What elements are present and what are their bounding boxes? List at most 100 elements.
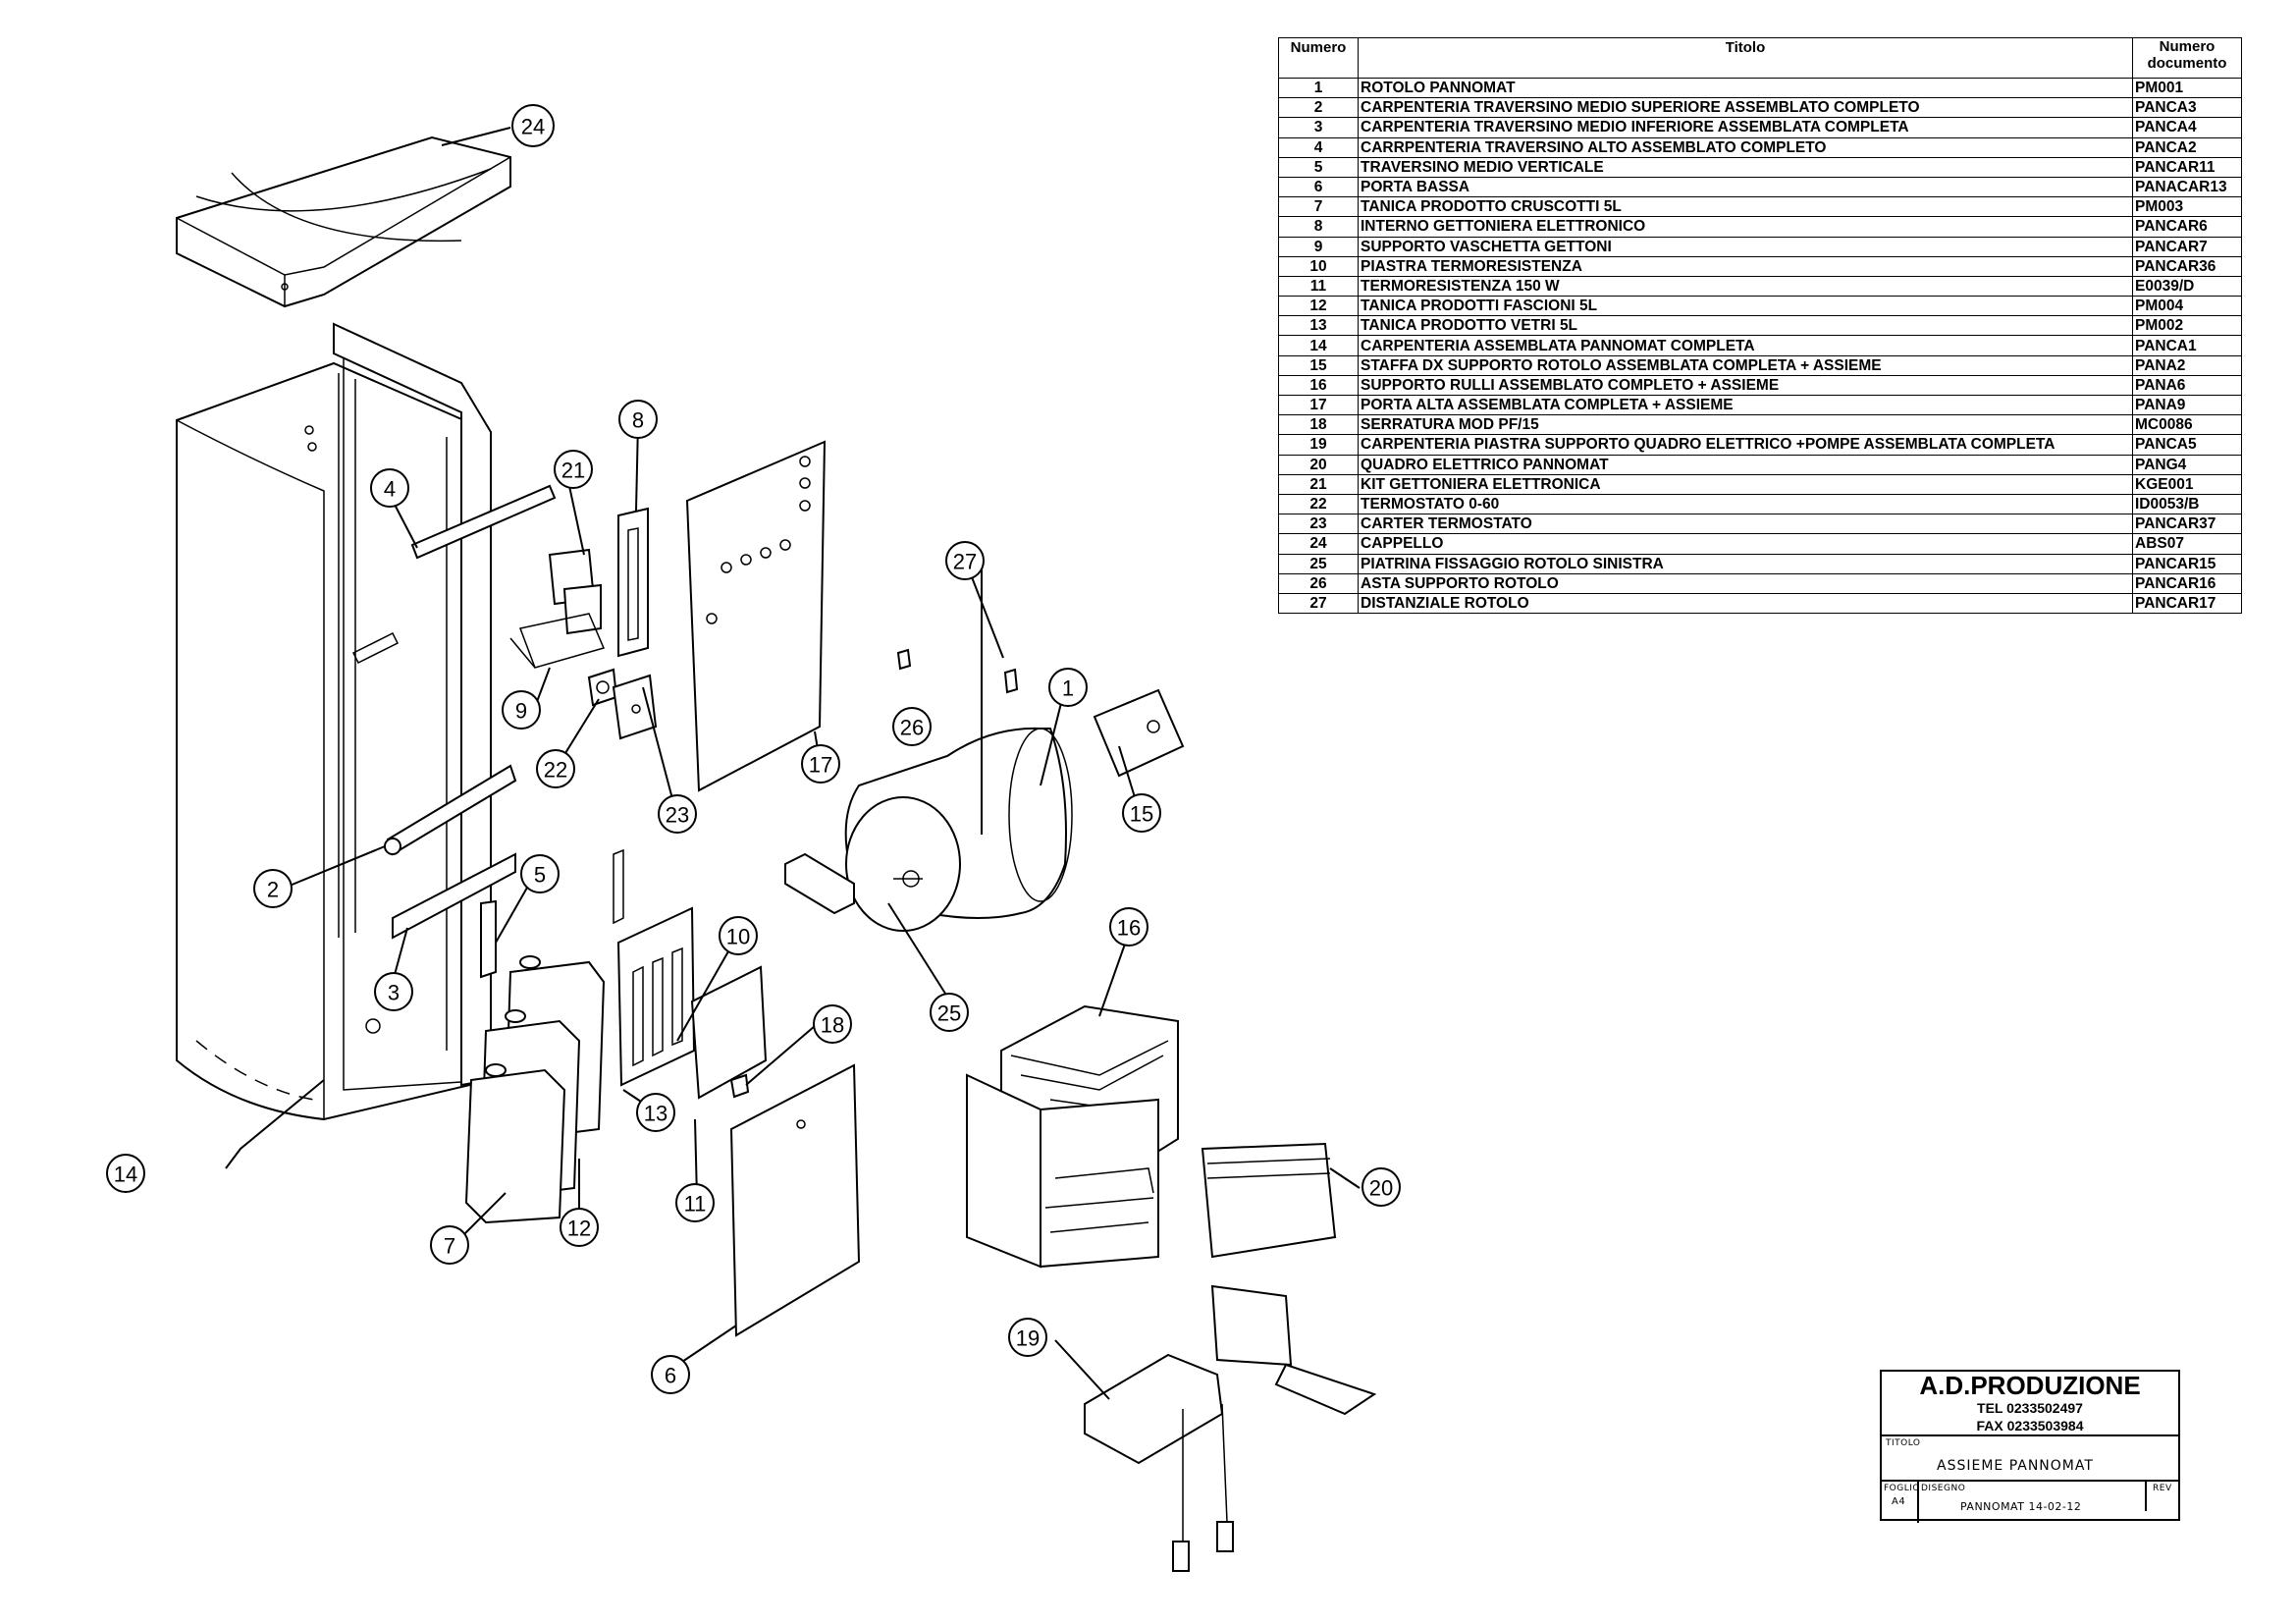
svg-text:23: 23: [666, 803, 689, 828]
cell-numero: 1: [1278, 77, 1359, 99]
cell-documento: E0039/D: [2132, 275, 2242, 298]
cell-documento: PANCA1: [2132, 335, 2242, 356]
cell-titolo: CARPENTERIA ASSEMBLATA PANNOMAT COMPLETA: [1358, 335, 2133, 356]
header-doc-line1: Numero: [2159, 38, 2216, 56]
cell-titolo: PIASTRA TERMORESISTENZA: [1358, 255, 2133, 277]
part-porta-bassa: [729, 1063, 861, 1337]
callout-19: 19: [1008, 1318, 1047, 1357]
part-chassis-inferiore: [966, 1073, 1159, 1269]
cell-documento: PANA6: [2132, 374, 2242, 397]
part-staffa-dx: [1093, 688, 1185, 778]
callout-7: 7: [430, 1225, 469, 1265]
callout-8: 8: [618, 400, 658, 439]
cell-documento: PANCAR16: [2132, 572, 2242, 594]
cell-numero: 26: [1278, 572, 1359, 594]
cell-titolo: TERMOSTATO 0-60: [1358, 493, 2133, 515]
cell-numero: 4: [1278, 136, 1359, 158]
svg-text:12: 12: [567, 1217, 591, 1241]
svg-text:24: 24: [521, 115, 545, 139]
cell-documento: PM001: [2132, 77, 2242, 99]
svg-text:21: 21: [561, 459, 585, 483]
rev-label: REV: [2153, 1484, 2172, 1493]
cell-titolo: CAPPELLO: [1358, 533, 2133, 555]
cell-documento: PANCAR36: [2132, 255, 2242, 277]
svg-text:14: 14: [114, 1163, 137, 1187]
callout-9: 9: [502, 690, 541, 730]
cell-numero: 21: [1278, 473, 1359, 495]
callout-16: 16: [1109, 907, 1148, 947]
disegno-value: PANNOMAT 14-02-12: [1960, 1500, 2082, 1513]
cell-numero: 10: [1278, 255, 1359, 277]
svg-text:5: 5: [534, 863, 546, 888]
cell-titolo: CARTER TERMOSTATO: [1358, 514, 2133, 535]
cell-documento: PANCA5: [2132, 434, 2242, 456]
svg-text:25: 25: [937, 1001, 961, 1026]
cell-documento: PANA2: [2132, 354, 2242, 376]
part-termostato: [587, 668, 618, 707]
cell-numero: 20: [1278, 454, 1359, 475]
cell-titolo: STAFFA DX SUPPORTO ROTOLO ASSEMBLATA COM…: [1358, 354, 2133, 376]
part-traversino-verticale: [480, 899, 497, 979]
cell-documento: PANCAR17: [2132, 592, 2242, 615]
svg-text:6: 6: [665, 1364, 676, 1388]
cell-documento: PANCA4: [2132, 117, 2242, 138]
svg-text:4: 4: [384, 477, 396, 502]
svg-text:9: 9: [515, 699, 527, 724]
foglio-label: FOGLIO: [1884, 1484, 1920, 1493]
cell-titolo: ROTOLO PANNOMAT: [1358, 77, 2133, 99]
svg-text:8: 8: [632, 408, 644, 433]
callout-17: 17: [801, 744, 840, 784]
svg-text:27: 27: [953, 550, 977, 574]
cell-numero: 13: [1278, 315, 1359, 337]
cell-documento: PANCAR11: [2132, 156, 2242, 178]
svg-text:10: 10: [726, 925, 750, 949]
svg-text:26: 26: [900, 716, 924, 740]
cell-documento: PANCAR15: [2132, 553, 2242, 574]
company-fax: FAX 0233503984: [1976, 1418, 2084, 1434]
part-serratura: [729, 1073, 750, 1099]
svg-text:7: 7: [444, 1234, 455, 1259]
cell-numero: 23: [1278, 514, 1359, 535]
cell-documento: PANCA2: [2132, 136, 2242, 158]
callout-4: 4: [370, 468, 409, 508]
cell-documento: PANACAR13: [2132, 176, 2242, 198]
svg-text:11: 11: [684, 1192, 707, 1217]
foglio-value: A4: [1892, 1496, 1906, 1507]
cell-titolo: TRAVERSINO MEDIO VERTICALE: [1358, 156, 2133, 178]
header-numero-documento: Numero documento: [2132, 37, 2242, 79]
cell-documento: PANCAR6: [2132, 216, 2242, 238]
svg-text:13: 13: [644, 1102, 667, 1126]
callout-15: 15: [1122, 793, 1161, 833]
part-termoresistenza: [690, 965, 768, 1100]
part-piatrina: [784, 852, 855, 915]
cell-titolo: TANICA PRODOTTI FASCIONI 5L: [1358, 296, 2133, 317]
part-cappello: [176, 135, 511, 308]
part-traversino-alto: [410, 484, 557, 560]
cell-numero: 19: [1278, 434, 1359, 456]
svg-text:19: 19: [1016, 1326, 1040, 1351]
cell-titolo: SERRATURA MOD PF/15: [1358, 414, 2133, 436]
header-numero: Numero: [1278, 37, 1359, 79]
cell-titolo: CARPENTERIA PIASTRA SUPPORTO QUADRO ELET…: [1358, 434, 2133, 456]
cell-numero: 14: [1278, 335, 1359, 356]
part-porta-alta: [685, 440, 827, 792]
drawing-title: ASSIEME PANNOMAT: [1937, 1458, 2094, 1474]
part-interno-gettoniera: [617, 507, 649, 658]
callout-2: 2: [253, 869, 293, 908]
cell-documento: PANCA3: [2132, 97, 2242, 119]
cell-numero: 9: [1278, 236, 1359, 257]
part-piastra-termoresistenza: [613, 848, 696, 1087]
cell-numero: 12: [1278, 296, 1359, 317]
cell-documento: PANA9: [2132, 394, 2242, 416]
